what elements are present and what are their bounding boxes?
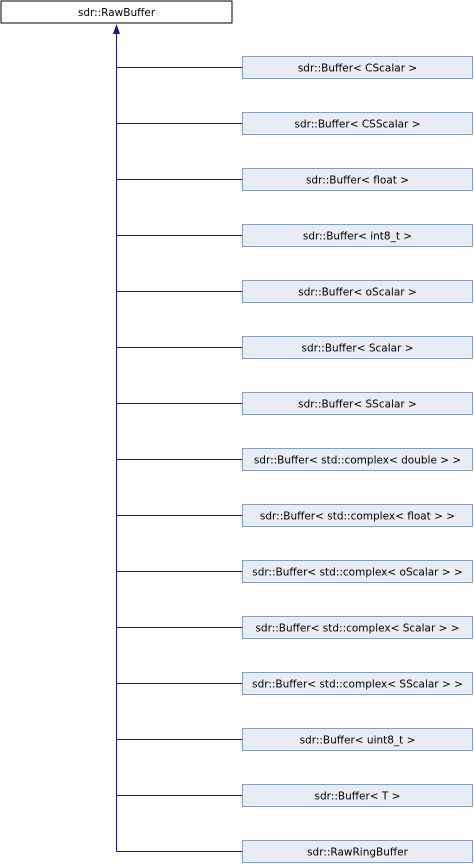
derived-class-label: sdr::Buffer< CScalar > (298, 63, 417, 75)
derived-class-node[interactable]: sdr::Buffer< int8_t > (242, 224, 473, 247)
derived-class-node[interactable]: sdr::Buffer< oScalar > (242, 280, 473, 303)
derived-class-label: sdr::Buffer< int8_t > (303, 231, 412, 243)
derived-class-node[interactable]: sdr::Buffer< std::complex< SScalar > > (242, 672, 473, 695)
derived-class-box (242, 56, 473, 79)
derived-class-label: sdr::Buffer< oScalar > (298, 287, 416, 299)
derived-class-label: sdr::Buffer< std::complex< oScalar > > (252, 567, 463, 579)
derived-class-label: sdr::Buffer< Scalar > (301, 343, 413, 355)
derived-class-node[interactable]: sdr::Buffer< uint8_t > (242, 728, 473, 751)
base-class-label: sdr::RawBuffer (78, 7, 156, 19)
derived-class-box (242, 728, 473, 751)
derived-class-box (242, 784, 473, 807)
derived-class-box (242, 560, 473, 583)
derived-class-label: sdr::RawRingBuffer (307, 847, 409, 859)
derived-class-nodes: sdr::Buffer< CScalar >sdr::Buffer< CSSca… (242, 56, 473, 863)
derived-class-node[interactable]: sdr::Buffer< CScalar > (242, 56, 473, 79)
derived-class-node[interactable]: sdr::Buffer< std::complex< oScalar > > (242, 560, 473, 583)
derived-class-label: sdr::Buffer< std::complex< Scalar > > (255, 623, 459, 635)
derived-class-box (242, 448, 473, 471)
derived-class-label: sdr::Buffer< std::complex< SScalar > > (252, 679, 463, 691)
derived-class-node[interactable]: sdr::RawRingBuffer (242, 840, 473, 863)
derived-class-label: sdr::Buffer< CSScalar > (294, 119, 420, 131)
derived-class-label: sdr::Buffer< float > (306, 175, 409, 187)
derived-class-node[interactable]: sdr::Buffer< std::complex< float > > (242, 504, 473, 527)
derived-class-label: sdr::Buffer< std::complex< float > > (260, 511, 455, 523)
derived-class-node[interactable]: sdr::Buffer< std::complex< Scalar > > (242, 616, 473, 639)
derived-class-box (242, 224, 473, 247)
derived-class-node[interactable]: sdr::Buffer< CSScalar > (242, 112, 473, 135)
inheritance-arrowhead (113, 24, 120, 34)
base-class-node[interactable]: sdr::RawBuffer (0, 0, 233, 24)
derived-class-box (242, 112, 473, 135)
base-class-box (0, 0, 233, 24)
derived-class-box (242, 672, 473, 695)
inheritance-edges (113, 24, 243, 852)
derived-class-box (242, 616, 473, 639)
derived-class-box (242, 392, 473, 415)
derived-class-node[interactable]: sdr::Buffer< Scalar > (242, 336, 473, 359)
derived-class-node[interactable]: sdr::Buffer< std::complex< double > > (242, 448, 473, 471)
derived-class-label: sdr::Buffer< std::complex< double > > (254, 455, 461, 467)
derived-class-box (242, 336, 473, 359)
derived-class-box (242, 168, 473, 191)
derived-class-box (242, 280, 473, 303)
derived-class-label: sdr::Buffer< T > (315, 791, 401, 803)
derived-class-node[interactable]: sdr::Buffer< float > (242, 168, 473, 191)
derived-class-box (242, 840, 473, 863)
derived-class-node[interactable]: sdr::Buffer< SScalar > (242, 392, 473, 415)
derived-class-node[interactable]: sdr::Buffer< T > (242, 784, 473, 807)
derived-class-label: sdr::Buffer< uint8_t > (300, 735, 416, 747)
derived-class-box (242, 504, 473, 527)
derived-class-label: sdr::Buffer< SScalar > (298, 399, 417, 411)
